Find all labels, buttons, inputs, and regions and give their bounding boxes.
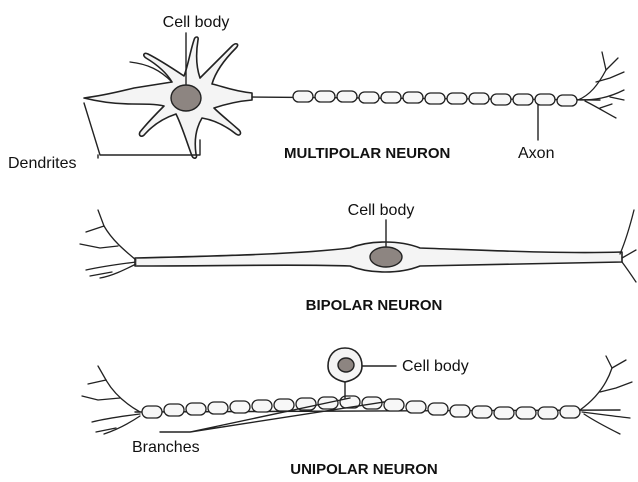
multipolar-cell-body-label: Cell body: [163, 14, 230, 31]
bipolar-cell-body-label: Cell body: [348, 202, 415, 219]
multipolar-title: MULTIPOLAR NEURON: [284, 145, 450, 162]
bipolar-dendrites: [80, 210, 136, 278]
unipolar-myelin-sheath: [142, 396, 580, 419]
axon-label: Axon: [518, 145, 554, 162]
unipolar-title: UNIPOLAR NEURON: [290, 461, 438, 478]
bipolar-title: BIPOLAR NEURON: [306, 297, 443, 314]
bipolar-neuron: Cell body BIPOLAR NEURON: [80, 202, 636, 314]
unipolar-neuron: Cell body Branches UNIPOLAR NEURON: [82, 348, 632, 478]
unipolar-nucleus: [338, 358, 354, 372]
multipolar-myelin-sheath: [293, 91, 577, 106]
multipolar-axon-terminals: [578, 52, 624, 118]
branches-label: Branches: [132, 439, 200, 456]
bipolar-axon-terminals: [620, 210, 636, 282]
unipolar-cell-body-label: Cell body: [402, 358, 469, 375]
dendrites-label: Dendrites: [8, 155, 76, 172]
multipolar-nucleus: [171, 85, 201, 111]
unipolar-axon-terminals: [580, 356, 632, 434]
bipolar-nucleus: [370, 247, 402, 267]
multipolar-soma: [84, 37, 252, 158]
unipolar-dendrites: [82, 366, 140, 434]
multipolar-neuron: Cell body Dendrites Axon MULTIPOLAR NEUR…: [8, 14, 624, 172]
